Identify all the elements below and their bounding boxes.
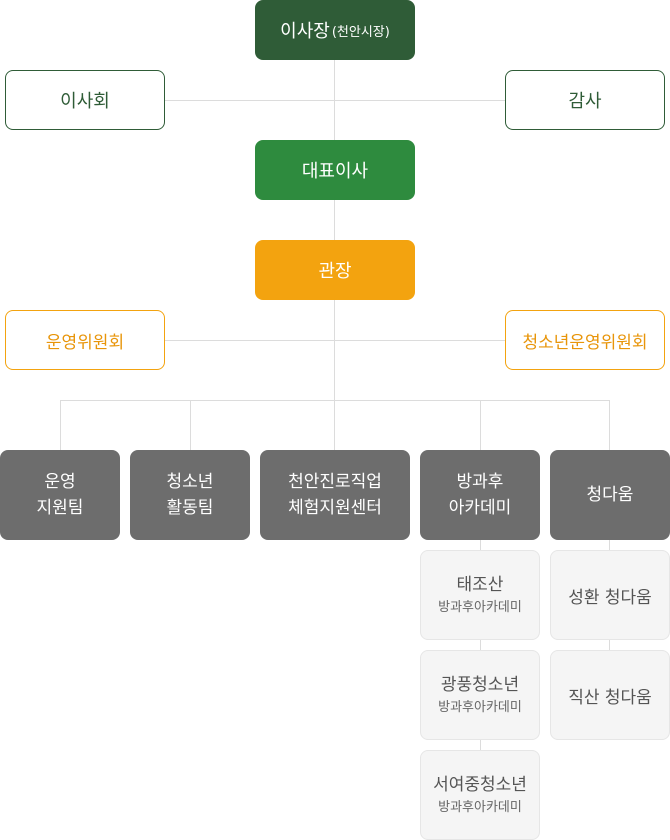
team-bus-line [60, 400, 610, 401]
unit-name: 성환 청다움 [568, 587, 652, 608]
team-box-youth-activity: 청소년 활동팀 [130, 450, 250, 540]
team-drop-2 [190, 400, 191, 450]
team-line1: 방과후 [456, 472, 504, 492]
academy-branch-line [480, 540, 481, 750]
youth-committee-label: 청소년운영위원회 [522, 332, 648, 353]
academy-unit-seoyeojung: 서여중청소년 방과후아카데미 [420, 750, 540, 840]
ceo-label: 대표이사 [301, 161, 369, 182]
team-box-cheongdaum: 청다움 [550, 450, 670, 540]
team-line2: 아카데미 [448, 498, 512, 518]
team-line1: 청소년 [166, 472, 214, 492]
team-box-operations: 운영 지원팀 [0, 450, 120, 540]
unit-sub: 방과후아카데미 [438, 700, 522, 715]
team-line1: 천안진로직업 [288, 472, 382, 492]
cheongdaum-unit-jiksan: 직산 청다움 [550, 650, 670, 740]
cheongdaum-unit-seonghwan: 성환 청다움 [550, 550, 670, 640]
team-line2: 지원팀 [36, 498, 84, 518]
committee-line [165, 340, 505, 341]
academy-unit-gwangpung: 광풍청소년 방과후아카데미 [420, 650, 540, 740]
team-line1: 청다움 [586, 485, 634, 505]
unit-sub: 방과후아카데미 [438, 600, 522, 615]
board-label: 이사회 [60, 91, 110, 112]
team-drop-1 [60, 400, 61, 450]
academy-unit-taejosan: 태조산 방과후아카데미 [420, 550, 540, 640]
team-line1: 운영 [44, 472, 76, 492]
auditor-box: 감사 [505, 70, 665, 130]
director-label: 관장 [318, 261, 352, 282]
team-line2: 체험지원센터 [288, 498, 382, 518]
unit-name: 직산 청다움 [568, 687, 652, 708]
auditor-label: 감사 [568, 91, 602, 112]
trunk-line [334, 60, 335, 400]
team-box-after-school-academy: 방과후 아카데미 [420, 450, 540, 540]
team-drop-4 [480, 400, 481, 450]
unit-name: 서여중청소년 [433, 775, 527, 795]
ceo-box: 대표이사 [255, 140, 415, 200]
chairman-title: 이사장 [280, 21, 330, 42]
unit-name: 광풍청소년 [440, 675, 520, 695]
unit-sub: 방과후아카데미 [438, 800, 522, 815]
unit-name: 태조산 [456, 575, 504, 595]
director-box: 관장 [255, 240, 415, 300]
board-auditor-line [165, 100, 505, 101]
team-box-career-center: 천안진로직업 체험지원센터 [260, 450, 410, 540]
operating-committee-box: 운영위원회 [5, 310, 165, 370]
chairman-note: (천안시장) [331, 24, 390, 40]
team-drop-5 [609, 400, 610, 450]
team-drop-3 [334, 400, 335, 450]
board-box: 이사회 [5, 70, 165, 130]
chairman-box: 이사장(천안시장) [255, 0, 415, 60]
team-line2: 활동팀 [166, 498, 214, 518]
youth-committee-box: 청소년운영위원회 [505, 310, 665, 370]
operating-committee-label: 운영위원회 [45, 332, 125, 353]
